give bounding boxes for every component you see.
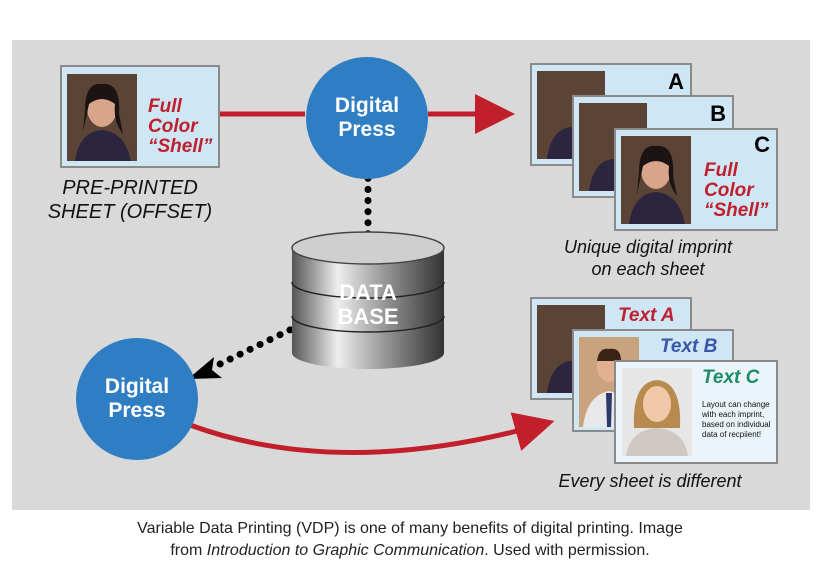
sheet-c-shell-line2: Color <box>704 181 768 201</box>
variable-note-line2: with each imprint, <box>702 410 771 420</box>
sheet-c-shell-line3: “Shell” <box>704 201 768 221</box>
variable-sheet-c: Text C Layout can change with each impri… <box>614 360 778 464</box>
sheet-c-shell-line1: Full <box>704 161 768 181</box>
unique-imprint-label: Unique digital imprint on each sheet <box>536 236 760 280</box>
sheet-b-letter: B <box>710 101 726 127</box>
text-c-label: Text C <box>702 367 759 389</box>
dotted-db-to-bottom-press <box>218 325 300 365</box>
caption-line1: Variable Data Printing (VDP) is one of m… <box>0 518 820 540</box>
press-top-line2: Press <box>335 118 399 142</box>
shell-line3: “Shell” <box>148 137 212 157</box>
press-bottom-line2: Press <box>105 399 169 423</box>
database-label: DATA BASE <box>292 281 444 329</box>
text-b-label: Text B <box>660 336 717 358</box>
shell-line1: Full <box>148 97 212 117</box>
preprinted-sheet: Full Color “Shell” <box>60 65 220 168</box>
unique-imprint-line2: on each sheet <box>536 258 760 280</box>
variable-sheet-c-photo <box>622 368 692 456</box>
press-bottom-line1: Digital <box>105 375 169 399</box>
caption-part3: . Used with permission. <box>484 542 649 559</box>
text-a-label: Text A <box>618 305 675 327</box>
arrow-press-to-variable-stack <box>190 425 540 453</box>
preprinted-label-line1: PRE-PRINTED <box>30 176 230 200</box>
portrait-photo <box>67 74 137 161</box>
caption-book-title: Introduction to Graphic Communication <box>207 542 484 559</box>
database-line1: DATA <box>292 281 444 305</box>
sheet-c: C Full Color “Shell” <box>614 128 778 231</box>
shell-line2: Color <box>148 117 212 137</box>
caption-part2: from <box>170 542 206 559</box>
shell-text: Full Color “Shell” <box>148 97 212 157</box>
figure-caption: Variable Data Printing (VDP) is one of m… <box>0 518 820 562</box>
preprinted-label: PRE-PRINTED SHEET (OFFSET) <box>30 176 230 224</box>
sheet-c-letter: C <box>754 132 770 158</box>
variable-note: Layout can change with each imprint, bas… <box>702 400 771 440</box>
unique-imprint-line1: Unique digital imprint <box>536 236 760 258</box>
press-top-line1: Digital <box>335 94 399 118</box>
sheet-c-photo <box>621 136 691 224</box>
sheet-c-shell-text: Full Color “Shell” <box>704 161 768 221</box>
preprinted-label-line2: SHEET (OFFSET) <box>30 200 230 224</box>
variable-note-line4: data of recpiient! <box>702 430 771 440</box>
variable-note-line3: based on individual <box>702 420 771 430</box>
every-sheet-label: Every sheet is different <box>530 470 770 492</box>
variable-note-line1: Layout can change <box>702 400 771 410</box>
database-line2: BASE <box>292 305 444 329</box>
sheet-a-letter: A <box>668 69 684 95</box>
caption-line2: from Introduction to Graphic Communicati… <box>0 540 820 562</box>
